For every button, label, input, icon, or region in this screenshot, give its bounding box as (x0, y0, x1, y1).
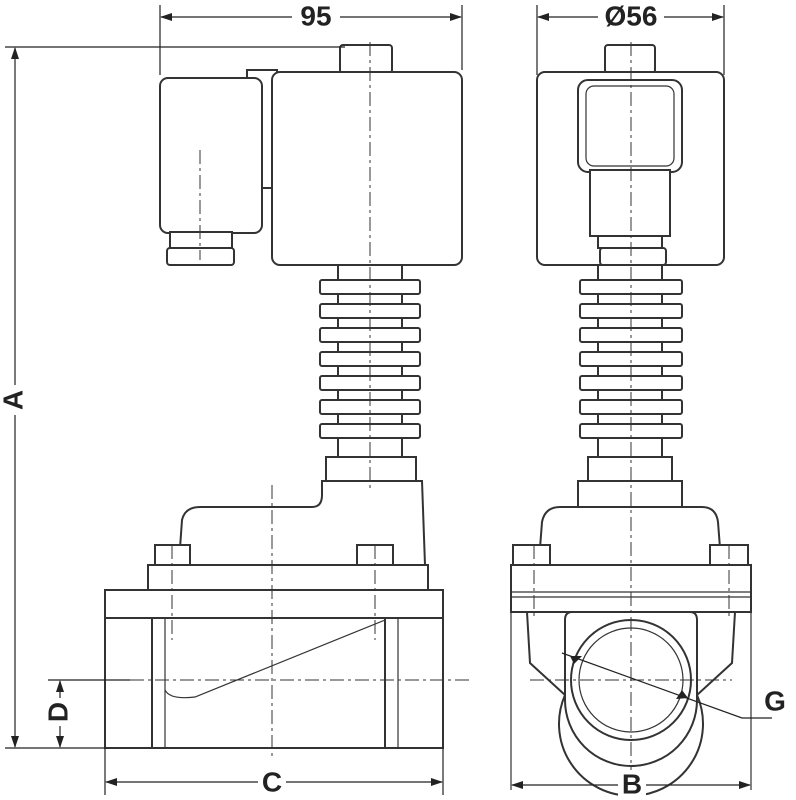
dim-diameter-label: Ø56 (605, 0, 658, 31)
connector-face (577, 79, 683, 173)
connector-box (159, 77, 263, 234)
dim-width-label: 95 (300, 0, 331, 31)
stem-base (325, 456, 417, 482)
cover-plate (147, 564, 429, 591)
body-center (151, 617, 386, 749)
coil-housing (271, 71, 463, 266)
dim-axis-height-label: D (42, 702, 73, 722)
dim-height-label: A (0, 390, 28, 410)
top-nut-side (604, 44, 656, 74)
cooling-fins (319, 279, 421, 439)
body-flange (104, 589, 444, 619)
top-nut (339, 44, 393, 74)
g-leader (561, 652, 772, 719)
side-view (510, 42, 772, 797)
diaphragm-seat (164, 619, 386, 699)
knurled-nut-side (599, 247, 667, 266)
connector-base (169, 231, 233, 249)
dim-side-width-label: B (622, 768, 642, 799)
bonnet-side (539, 506, 721, 566)
dim-length-label: C (262, 766, 282, 797)
front-view (80, 42, 470, 760)
port-thread-label: G (764, 685, 786, 716)
connector-neck (589, 169, 671, 237)
